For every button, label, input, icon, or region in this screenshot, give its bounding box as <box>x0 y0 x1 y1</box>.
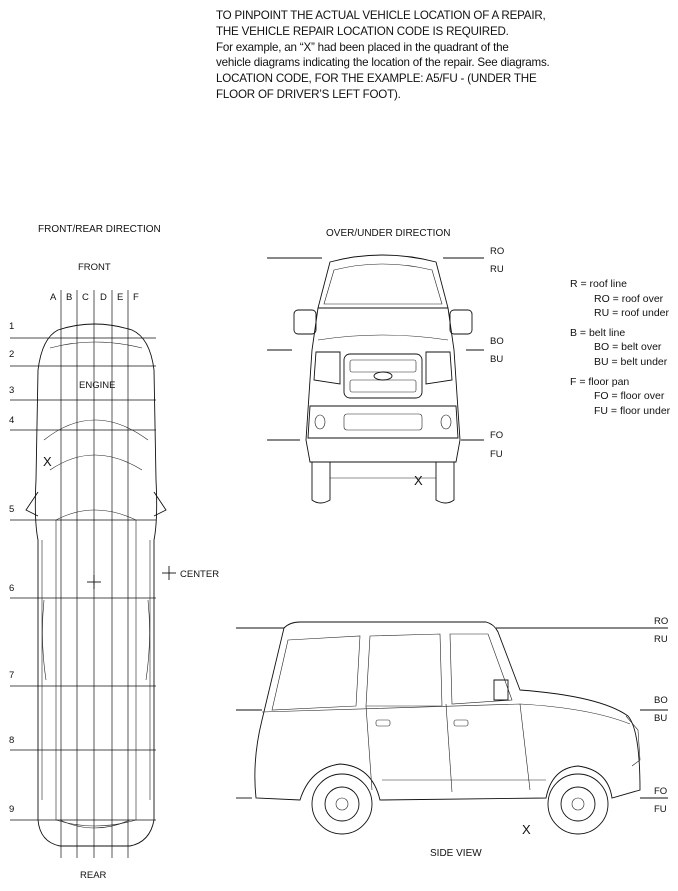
row-label: 7 <box>9 670 14 681</box>
row-label: 8 <box>9 735 14 746</box>
column-label: C <box>82 292 89 303</box>
row-label: 9 <box>9 804 14 815</box>
intro-line: THE VEHICLE REPAIR LOCATION CODE IS REQU… <box>216 24 509 38</box>
row-grid-lines <box>10 337 156 821</box>
column-label: D <box>100 292 107 303</box>
side-view-heading: SIDE VIEW <box>430 848 482 859</box>
column-grid-lines <box>60 290 129 858</box>
row-label: 4 <box>9 415 14 426</box>
intro-line: FLOOR OF DRIVER’S LEFT FOOT). <box>216 87 401 101</box>
side-view-vehicle-outline <box>254 621 641 835</box>
intro-line: LOCATION CODE, FOR THE EXAMPLE: A5/FU - … <box>216 72 537 86</box>
column-label: E <box>117 292 123 303</box>
code-label: RO <box>490 246 504 257</box>
code-label: FU <box>654 804 667 815</box>
row-label: 3 <box>9 385 14 396</box>
center-marker <box>87 566 176 589</box>
top-view-vehicle-outline <box>25 323 167 847</box>
code-legend: R = roof line RO = roof over RU = roof u… <box>570 277 670 418</box>
code-label: RU <box>654 634 668 645</box>
legend-belt-line: B = belt line <box>570 326 626 339</box>
row-label: 2 <box>9 349 14 360</box>
legend-belt-over: BO = belt over <box>594 341 662 354</box>
code-label: BU <box>654 713 667 724</box>
column-label: F <box>133 292 139 303</box>
center-label: CENTER <box>180 569 219 580</box>
intro-text: TO PINPOINT THE ACTUAL VEHICLE LOCATION … <box>216 8 656 103</box>
code-label: BO <box>654 695 668 706</box>
front-label: FRONT <box>78 262 111 273</box>
intro-line: For example, an “X” had been placed in t… <box>216 40 509 54</box>
rear-label: REAR <box>80 870 107 881</box>
column-label: B <box>66 292 72 303</box>
legend-belt-under: BU = belt under <box>594 355 668 368</box>
repair-mark: X <box>43 454 52 469</box>
row-label: 1 <box>9 321 14 332</box>
front-view-vehicle-outline <box>293 254 473 504</box>
code-label: BU <box>490 354 503 365</box>
code-label: RO <box>654 616 668 627</box>
repair-mark: X <box>414 473 423 488</box>
top-view: FRONT/REAR DIRECTION FRONT REAR A B C D … <box>9 224 219 881</box>
code-label: RU <box>490 264 504 275</box>
intro-line: TO PINPOINT THE ACTUAL VEHICLE LOCATION … <box>216 9 546 22</box>
row-label: 5 <box>9 504 14 515</box>
legend-floor-over: FO = floor over <box>594 390 665 403</box>
front-view: OVER/UNDER DIRECTION RO RU BO BU FO FU <box>267 228 504 504</box>
legend-roof-over: RO = roof over <box>594 292 664 305</box>
code-label: BO <box>490 336 504 347</box>
front-view-heading: OVER/UNDER DIRECTION <box>326 228 450 239</box>
code-label: FO <box>654 786 667 797</box>
top-view-heading: FRONT/REAR DIRECTION <box>38 224 161 235</box>
side-view: SIDE VIEW RO RU BO BU FO FU <box>236 616 668 859</box>
engine-label: ENGINE <box>79 380 115 391</box>
legend-floor-pan: F = floor pan <box>570 375 630 388</box>
legend-floor-under: FU = floor under <box>594 404 671 417</box>
column-label: A <box>50 292 57 303</box>
legend-roof-line: R = roof line <box>570 278 627 290</box>
code-label: FO <box>490 430 503 441</box>
intro-line: vehicle diagrams indicating the location… <box>216 56 550 70</box>
code-label: FU <box>490 449 503 460</box>
row-label: 6 <box>9 583 14 594</box>
repair-mark: X <box>522 822 531 837</box>
legend-roof-under: RU = roof under <box>594 307 669 320</box>
